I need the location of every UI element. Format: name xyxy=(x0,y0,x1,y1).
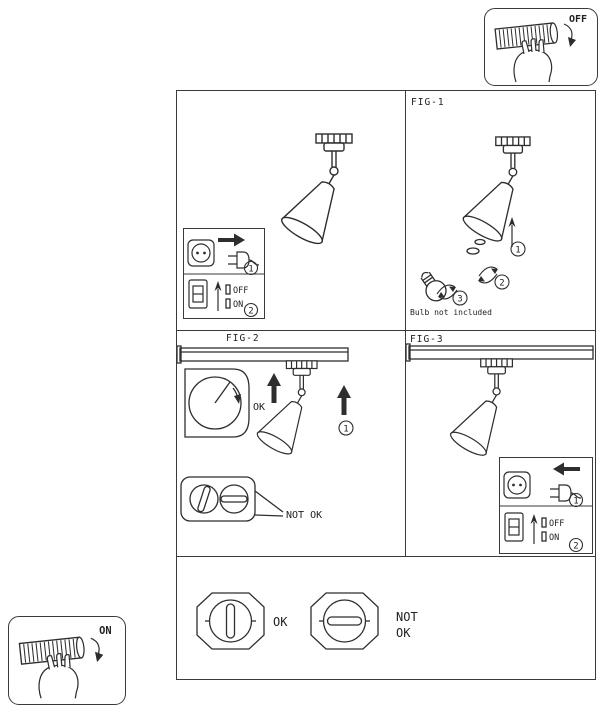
step-2-badge: 2 xyxy=(568,537,584,553)
rotate-arrow-icon xyxy=(477,273,498,284)
switch-pos-off-icon xyxy=(541,517,547,528)
knob-off-drawing: OFF xyxy=(494,14,587,83)
off-label: OFF xyxy=(233,286,248,296)
instruction-panel: 1 OFF ON 2 FIG-1 xyxy=(176,90,596,680)
svg-text:2: 2 xyxy=(573,542,578,552)
fig2-section: FIG-2 OK xyxy=(177,331,406,557)
not-ok-label: NOT OK xyxy=(286,510,322,521)
spotlight-icon xyxy=(459,136,533,246)
dial-vertical-slot-icon xyxy=(196,592,265,650)
step-2-badge: 2 xyxy=(494,274,510,290)
svg-text:3: 3 xyxy=(457,295,462,305)
wall-switch-icon xyxy=(188,279,208,309)
svg-text:1: 1 xyxy=(248,265,253,275)
step-2-badge: 2 xyxy=(243,302,259,318)
socket-ring-icon xyxy=(474,238,486,246)
lock-dial-ok-icon xyxy=(184,368,250,438)
bulb-note: Bulb not included xyxy=(410,308,492,317)
step-1-badge: 1 xyxy=(568,492,584,508)
unplug-arrow-icon xyxy=(218,233,245,247)
spotlight-icon xyxy=(447,358,515,460)
track-rail xyxy=(177,345,349,364)
dial-orientation-section: OK NOT OK xyxy=(177,557,595,679)
dial-orientation-drawing xyxy=(196,592,379,650)
fig1-drawing: 1 2 3 xyxy=(420,136,533,306)
power-off-inset-drawing: 1 OFF ON 2 xyxy=(184,233,264,318)
svg-text:2: 2 xyxy=(499,279,504,289)
step-1-badge: 1 xyxy=(338,420,354,436)
ok-label: OK xyxy=(273,615,288,629)
socket-icon xyxy=(503,471,531,499)
wall-switch-icon xyxy=(504,512,524,542)
power-on-inset: 1 OFF ON 2 xyxy=(499,457,593,554)
hand-turning-knob-icon xyxy=(18,636,104,700)
fig3-drawing xyxy=(406,343,594,460)
on-label: ON xyxy=(99,625,111,637)
knob-on-drawing: ON xyxy=(18,625,112,700)
overview-section: 1 OFF ON 2 xyxy=(177,91,406,331)
svg-text:2: 2 xyxy=(248,307,253,317)
pointer-arrow-icon xyxy=(213,280,223,312)
step-3-badge: 3 xyxy=(452,290,468,306)
step-1-badge: 1 xyxy=(510,241,526,257)
dial-horizontal-slot-icon xyxy=(310,592,379,650)
svg-text:1: 1 xyxy=(343,425,348,435)
dial-on-callout: ON xyxy=(8,616,126,705)
socket-icon xyxy=(187,239,215,267)
dial-off-callout: OFF xyxy=(484,8,598,86)
svg-text:1: 1 xyxy=(515,246,520,256)
fig3-label: FIG-3 xyxy=(410,334,444,345)
ok-label: OK xyxy=(253,402,265,413)
off-label: OFF xyxy=(569,14,587,25)
step-1-badge: 1 xyxy=(243,260,259,276)
not-ok-label: NOT OK xyxy=(396,610,418,641)
fig1-section: FIG-1 1 xyxy=(406,91,595,331)
switch-pos-on-icon xyxy=(225,298,231,309)
plug-in-arrow-icon xyxy=(553,462,580,476)
pointer-arrow-icon xyxy=(529,513,539,545)
plug-icon xyxy=(227,251,260,269)
lock-dial-notok-icon xyxy=(180,476,284,522)
off-label: OFF xyxy=(549,519,564,529)
on-label: ON xyxy=(233,300,243,310)
push-up-arrow-icon xyxy=(267,373,281,403)
hand-turning-knob-icon xyxy=(494,22,577,83)
switch-pos-off-icon xyxy=(225,284,231,295)
fig2-drawing: OK 1 NOT OK xyxy=(177,345,354,522)
switch-pos-on-icon xyxy=(541,531,547,542)
push-up-arrow-icon xyxy=(337,385,351,415)
rotate-arrow-icon xyxy=(478,266,499,277)
power-on-inset-drawing: 1 OFF ON 2 xyxy=(500,462,592,553)
fig2-label: FIG-2 xyxy=(226,333,260,344)
fig3-section: FIG-3 1 xyxy=(406,331,595,557)
spotlight-icon xyxy=(277,133,355,249)
svg-text:1: 1 xyxy=(573,497,578,507)
fig1-label: FIG-1 xyxy=(411,97,445,108)
power-off-inset: 1 OFF ON 2 xyxy=(183,228,265,319)
on-label: ON xyxy=(549,533,559,543)
socket-ring-icon xyxy=(466,247,480,255)
